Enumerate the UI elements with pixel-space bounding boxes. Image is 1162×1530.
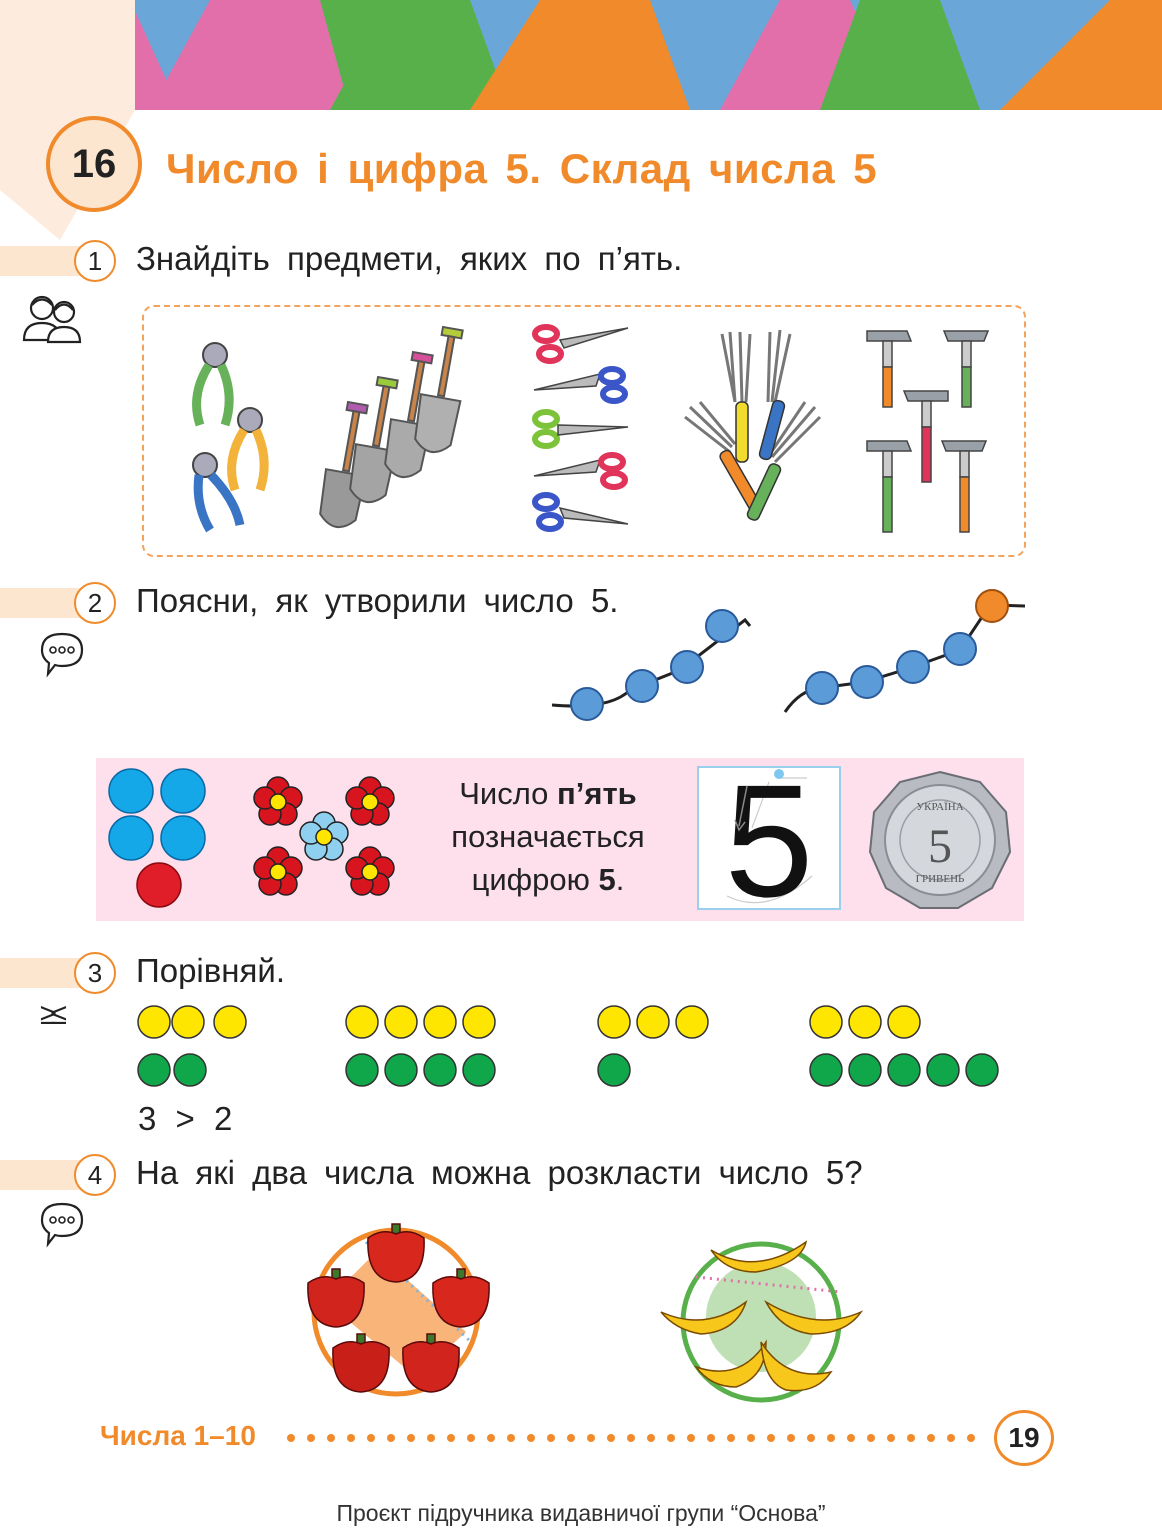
caption-line-1: Число п’ять (459, 776, 637, 811)
page-corner-fold (0, 0, 135, 240)
number-five-info-panel (96, 758, 1024, 921)
peppers-circle-image (307, 1223, 490, 1397)
caption-line-2: позначається (451, 819, 645, 854)
rakes-group-image (684, 329, 822, 521)
lesson-number: 16 (71, 141, 117, 186)
section-title: Числа 1–10 (100, 1420, 256, 1451)
top-banner (0, 0, 1162, 110)
number-five-caption: Число п’ять позначається цифрою 5. (418, 772, 678, 901)
pliers-group-image (192, 342, 269, 533)
objects-frame (142, 305, 1026, 557)
shovels-group-image (319, 325, 464, 529)
task-3-number: 3 (74, 952, 116, 994)
compare-signs-icon: ≥≤ (40, 998, 67, 1031)
bead-strings-image (551, 589, 1026, 721)
five-hryvnia-coin-image: УКРАЇНА 5 ГРИВЕНЬ (868, 770, 1012, 909)
hammers-group-image (866, 330, 990, 533)
five-flowers-image (253, 776, 395, 896)
scissors-group-image (532, 324, 629, 532)
task-2-number: 2 (74, 582, 116, 624)
coin-top-text: УКРАЇНА (916, 801, 963, 813)
coin-value: 5 (928, 820, 952, 873)
speech-bubble-icon (40, 632, 84, 678)
task-4-text: На які два числа можна розкласти число 5… (136, 1154, 863, 1191)
publisher-note: Проєкт підручника видавничої групи “Осно… (336, 1500, 826, 1526)
big-digit-five: 5 (725, 751, 814, 930)
bananas-circle-image (660, 1240, 864, 1403)
caption-line-3: цифрою 5. (471, 862, 625, 897)
comparison-dots-image (137, 1005, 999, 1087)
lesson-title: Число і цифра 5. Склад числа 5 (166, 145, 878, 192)
task-4-number: 4 (74, 1154, 116, 1196)
comparison-example: 3 > 2 (138, 1100, 233, 1137)
lesson-number-badge: 16 (46, 116, 142, 212)
coin-bottom-text: ГРИВЕНЬ (916, 873, 965, 885)
page-number: 19 (994, 1410, 1054, 1466)
task-1-number: 1 (74, 240, 116, 282)
task-2-text: Поясни, як утворили число 5. (136, 582, 619, 619)
task-3-text: Порівняй. (136, 952, 285, 989)
task-1-text: Знайдіть предмети, яких по п’ять. (136, 240, 683, 277)
speech-bubble-icon (40, 1202, 84, 1248)
digit-writing-guide: 5 (697, 751, 841, 930)
pair-work-icon (22, 295, 82, 344)
five-dots-image (108, 768, 206, 908)
footer-dotted-line (287, 1434, 975, 1442)
